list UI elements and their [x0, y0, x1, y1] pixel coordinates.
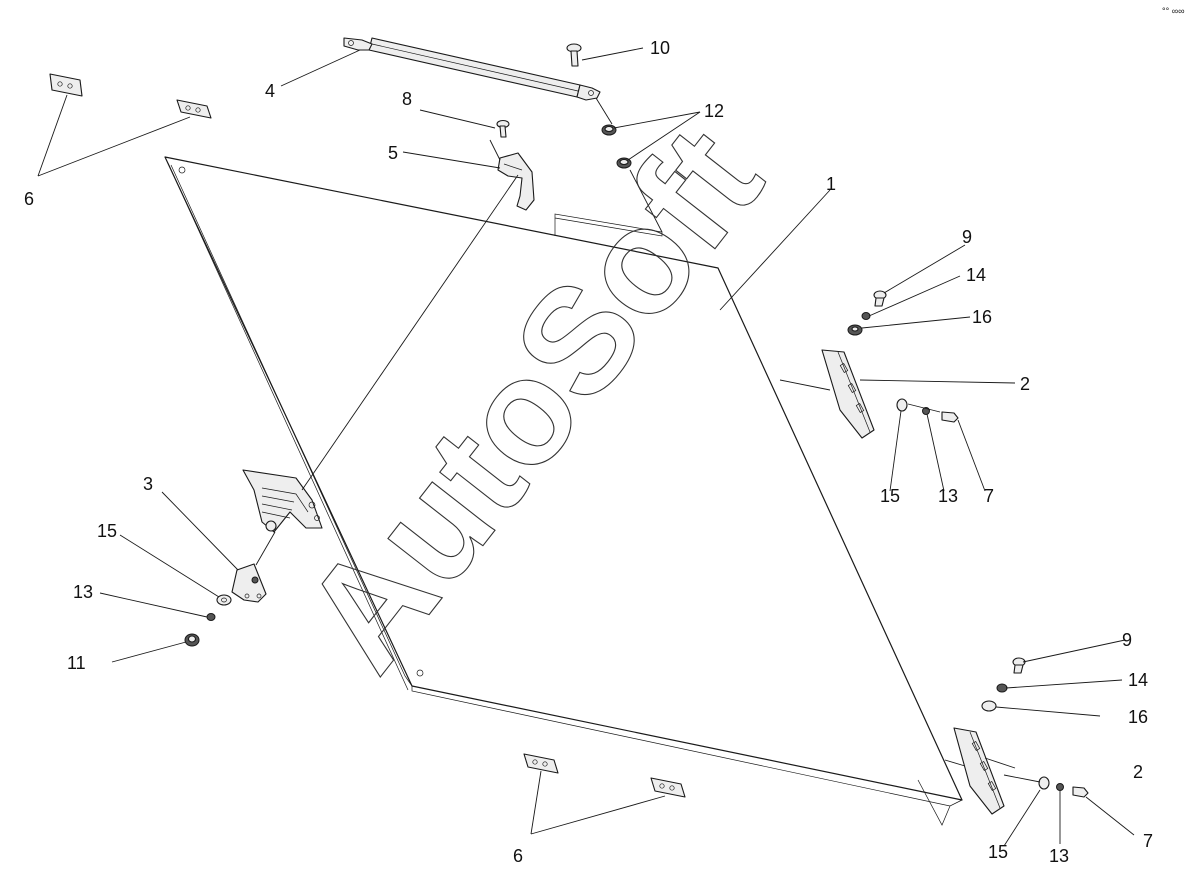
- callout-9-lower: 9: [1122, 630, 1132, 650]
- callout-15-upper: 15: [880, 486, 900, 506]
- left-fastener-stack: [184, 594, 232, 647]
- lower-fasteners: [981, 657, 1089, 798]
- corner-mark: °° ∞∞: [1162, 6, 1185, 16]
- callout-6-bottom: 6: [513, 846, 523, 866]
- callout-4: 4: [265, 81, 275, 101]
- callout-5: 5: [388, 143, 398, 163]
- upper-fasteners: [847, 290, 959, 423]
- bracket-2-lower: [953, 727, 1005, 815]
- nuts-12: [601, 124, 632, 169]
- callout-8: 8: [402, 89, 412, 109]
- callout-6-top: 6: [24, 189, 34, 209]
- callout-14-upper: 14: [966, 265, 986, 285]
- pin-10: [566, 43, 582, 67]
- callout-13-lower: 13: [1049, 846, 1069, 866]
- callout-2-upper: 2: [1020, 374, 1030, 394]
- clip-6-bottom-left: [523, 753, 559, 774]
- callout-14-lower: 14: [1128, 670, 1148, 690]
- bolt-8: [496, 119, 510, 138]
- callout-2-lower: 2: [1133, 762, 1143, 782]
- callout-13-upper: 13: [938, 486, 958, 506]
- callout-15-left: 15: [97, 521, 117, 541]
- callout-7-lower: 7: [1143, 831, 1153, 851]
- callout-16-lower: 16: [1128, 707, 1148, 727]
- callout-3: 3: [143, 474, 153, 494]
- leader-lines: [37, 47, 1135, 847]
- bracket-5: [497, 152, 535, 211]
- callout-labels: 1 2 2 3 4 5 6 6 7 7 8 9 9 10 11 12 13 13…: [24, 38, 1153, 866]
- callout-16-upper: 16: [972, 307, 992, 327]
- gas-strut: [343, 37, 601, 101]
- hinge-plate: [231, 563, 267, 603]
- clip-6-top-right: [176, 99, 212, 119]
- clip-6-top-left: [49, 73, 83, 97]
- callout-1: 1: [826, 174, 836, 194]
- callout-13-left: 13: [73, 582, 93, 602]
- callout-15-lower: 15: [988, 842, 1008, 862]
- callout-9-upper: 9: [962, 227, 972, 247]
- bracket-2-upper: [821, 349, 875, 439]
- clip-6-bottom-right: [650, 777, 686, 798]
- callout-11: 11: [67, 653, 86, 673]
- hinge-3: [242, 469, 323, 533]
- callout-7-upper: 7: [984, 486, 994, 506]
- callout-12: 12: [704, 101, 724, 121]
- callout-10: 10: [650, 38, 670, 58]
